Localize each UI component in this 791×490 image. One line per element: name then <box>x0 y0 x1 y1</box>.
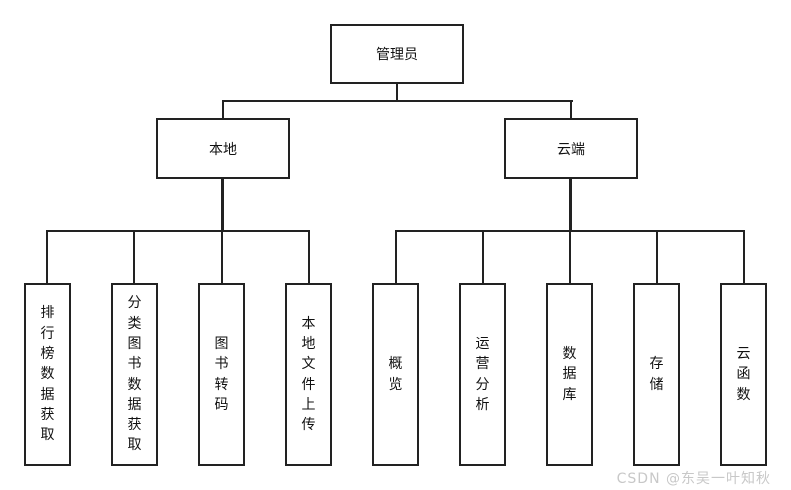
leaf-node-label: 数据库 <box>562 346 577 403</box>
watermark: CSDN @东吴一叶知秋 <box>616 471 771 487</box>
connector-cloud-down <box>569 177 572 232</box>
leaf-node: 云函数 <box>720 283 767 466</box>
leaf-node: 图书转码 <box>198 283 245 466</box>
leaf-node-label: 图书转码 <box>214 335 229 413</box>
connector-local-child-1 <box>46 230 48 285</box>
leaf-node-label: 存储 <box>649 356 664 393</box>
leaf-node: 运营分析 <box>459 283 506 466</box>
leaf-node: 本地文件上传 <box>285 283 332 466</box>
connector-local-child-2 <box>133 230 135 285</box>
leaf-node-label: 本地文件上传 <box>301 315 316 434</box>
branch-node-label: 云端 <box>557 141 585 158</box>
leaf-node: 排行榜数据获取 <box>24 283 71 466</box>
leaf-node-label: 分类图书数据获取 <box>127 295 142 454</box>
connector-local-down <box>221 177 224 232</box>
connector-cloud-up <box>570 100 572 120</box>
connector-cloud-child-1 <box>395 230 397 285</box>
leaf-node-label: 概览 <box>388 356 403 393</box>
root-node: 管理员 <box>330 24 464 84</box>
branch-node-label: 本地 <box>209 141 237 158</box>
branch-node-local: 本地 <box>156 118 290 179</box>
root-node-label: 管理员 <box>376 47 418 63</box>
leaf-node-label: 排行榜数据获取 <box>40 305 55 444</box>
connector-top-bar <box>222 100 573 102</box>
connector-cloud-child-2 <box>482 230 484 285</box>
connector-cloud-child-5 <box>743 230 745 285</box>
leaf-node: 数据库 <box>546 283 593 466</box>
connector-cloud-child-4 <box>656 230 658 285</box>
leaf-node: 分类图书数据获取 <box>111 283 158 466</box>
connector-local-bar <box>46 230 310 232</box>
leaf-node-label: 云函数 <box>736 346 751 403</box>
connector-cloud-child-3 <box>569 230 571 285</box>
branch-node-cloud: 云端 <box>504 118 638 179</box>
connector-local-child-3 <box>221 230 223 285</box>
connector-local-up <box>222 100 224 120</box>
connector-local-child-4 <box>308 230 310 285</box>
connector-root-down <box>396 83 398 102</box>
leaf-node: 存储 <box>633 283 680 466</box>
leaf-node-label: 运营分析 <box>475 335 490 413</box>
leaf-node: 概览 <box>372 283 419 466</box>
